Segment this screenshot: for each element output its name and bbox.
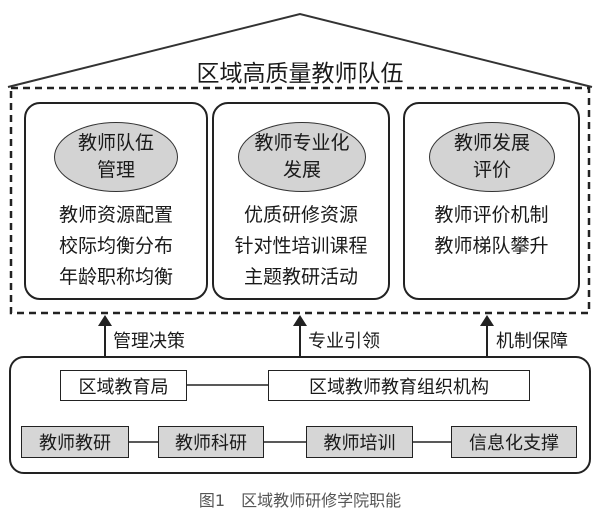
department-box: 信息化支撑 bbox=[451, 426, 577, 458]
department-box: 教师教研 bbox=[21, 426, 129, 458]
pillar-card-professional: 教师专业化发展 优质研修资源 针对性培训课程 主题教研活动 bbox=[212, 102, 390, 300]
arrow-label-mechanism: 机制保障 bbox=[496, 331, 568, 352]
pillar-head-line: 管理 bbox=[96, 159, 135, 181]
arrow-label-professional: 专业引领 bbox=[308, 331, 380, 352]
pillar-item: 针对性培训课程 bbox=[234, 235, 368, 257]
pillar-item: 年龄职称均衡 bbox=[58, 266, 173, 288]
org-container bbox=[9, 356, 591, 474]
figure-caption: 图1 区域教师研修学院职能 bbox=[198, 491, 402, 510]
pillar-item: 主题教研活动 bbox=[243, 266, 358, 288]
diagram-title: 区域高质量教师队伍 bbox=[196, 61, 404, 87]
pillar-head-professional: 教师专业化发展 bbox=[238, 122, 366, 192]
pillar-items: 教师资源配置 校际均衡分布 年龄职称均衡 bbox=[26, 200, 206, 293]
department-box: 教师科研 bbox=[158, 426, 264, 458]
pillar-item: 优质研修资源 bbox=[243, 204, 358, 226]
arrow-mechanism bbox=[480, 315, 494, 356]
pillar-item: 教师梯队攀升 bbox=[434, 235, 549, 257]
pillar-head-management: 教师队伍管理 bbox=[54, 122, 178, 192]
pillar-item: 教师资源配置 bbox=[58, 204, 173, 226]
pillar-item: 校际均衡分布 bbox=[58, 235, 173, 257]
pillar-items: 优质研修资源 针对性培训课程 主题教研活动 bbox=[214, 200, 388, 293]
department-box: 教师培训 bbox=[306, 426, 413, 458]
pillar-card-evaluation: 教师发展评价 教师评价机制 教师梯队攀升 bbox=[403, 102, 580, 300]
pillar-head-line: 教师发展 bbox=[453, 132, 530, 154]
pillar-head-line: 评价 bbox=[472, 159, 511, 181]
pillar-items: 教师评价机制 教师梯队攀升 bbox=[405, 200, 578, 262]
bureau-box: 区域教育局 bbox=[60, 370, 187, 401]
institution-box: 区域教师教育组织机构 bbox=[268, 370, 530, 401]
pillar-head-line: 教师队伍 bbox=[77, 132, 154, 154]
arrow-professional bbox=[293, 315, 307, 356]
dashed-frame bbox=[9, 86, 591, 315]
roof bbox=[7, 12, 593, 88]
pillar-card-management: 教师队伍管理 教师资源配置 校际均衡分布 年龄职称均衡 bbox=[24, 102, 208, 300]
pillar-head-line: 发展 bbox=[282, 159, 321, 181]
arrow-management bbox=[98, 315, 112, 356]
pillar-head-evaluation: 教师发展评价 bbox=[429, 122, 555, 192]
pillar-item: 教师评价机制 bbox=[434, 204, 549, 226]
pillar-head-line: 教师专业化 bbox=[254, 132, 350, 154]
arrow-label-management: 管理决策 bbox=[113, 331, 185, 352]
